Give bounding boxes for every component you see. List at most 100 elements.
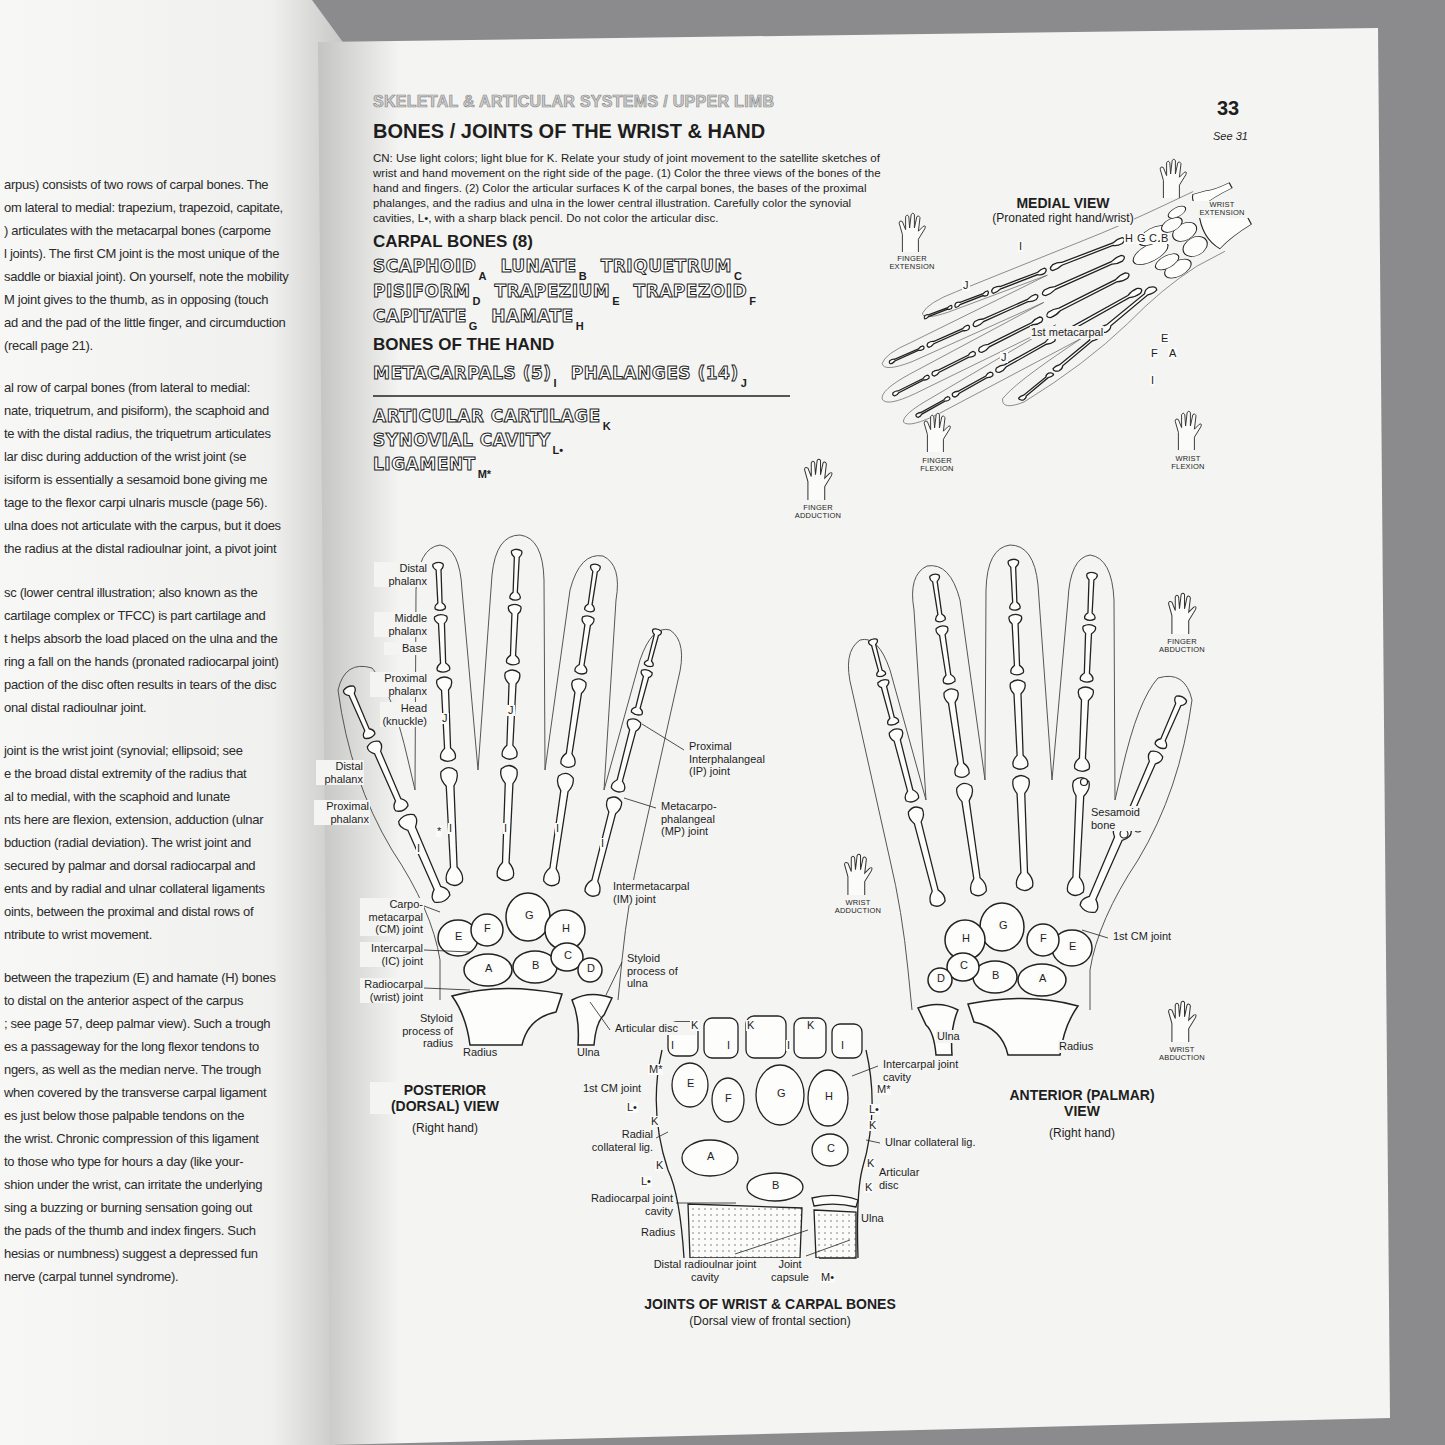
part-label: Proximal Interphalangeal (IP) joint xyxy=(688,740,762,778)
key-letter: E xyxy=(454,931,463,942)
body-text: the wrist. Chronic compression of this l… xyxy=(4,1132,259,1147)
key-letter: K xyxy=(690,1020,699,1031)
part-label: Proximal phalanx xyxy=(314,800,370,825)
body-text: al row of carpal bones (from lateral to … xyxy=(4,381,250,396)
rule-line xyxy=(373,395,790,397)
key-letter: F xyxy=(724,1093,733,1104)
key-letter: B xyxy=(579,270,587,283)
key-letter: M* xyxy=(478,468,491,481)
key-letter: G xyxy=(524,910,535,921)
part-label: Articular disc xyxy=(614,1022,696,1035)
section-heading: BONES OF THE HAND xyxy=(373,335,554,355)
part-label: Radiocarpal joint cavity xyxy=(582,1192,674,1217)
body-text: isiform is essentially a sesamoid bone g… xyxy=(4,473,267,488)
key-letter: J xyxy=(507,705,515,716)
movement-caption: FINGER FLEXION xyxy=(912,457,962,474)
body-text: tage to the flexor carpi ulnaris muscle … xyxy=(4,496,267,511)
key-letter: A xyxy=(1168,348,1177,359)
body-text: sing a buzzing or burning sensation goin… xyxy=(4,1201,252,1216)
key-letter: K xyxy=(866,1158,875,1169)
body-text: secured by palmar and dorsal radiocarpal… xyxy=(4,859,255,874)
key-letter: K xyxy=(746,1020,755,1031)
leader-lines xyxy=(424,724,1108,1256)
key-letter: K xyxy=(650,1116,659,1127)
part-label: Radius xyxy=(462,1046,498,1059)
body-text: the radius at the distal radioulnar join… xyxy=(4,542,276,557)
running-head: SKELETAL & ARTICULAR SYSTEMS / UPPER LIM… xyxy=(373,93,774,111)
body-text: es just below those palpable tendons on … xyxy=(4,1109,244,1124)
view-subtitle: (Right hand) xyxy=(1049,1127,1115,1141)
body-text: e the broad distal extremity of the radi… xyxy=(4,767,246,782)
key-letter: D xyxy=(586,963,596,974)
key-letter: M• xyxy=(820,1272,835,1283)
color-key-term: SCAPHOID xyxy=(373,257,476,277)
key-letter: M* xyxy=(648,1064,663,1075)
key-letter: H xyxy=(824,1091,834,1102)
key-letter: J xyxy=(441,713,449,724)
movement-caption: WRIST EXTENSION xyxy=(1192,201,1252,218)
body-text: to distal on the anterior aspect of the … xyxy=(4,994,243,1009)
key-letter: E xyxy=(1160,333,1169,344)
part-label: Articular disc xyxy=(878,1166,930,1191)
color-key-term: CAPITATE xyxy=(373,307,467,327)
body-text: om lateral to medial: trapezium, trapezo… xyxy=(4,201,283,216)
part-label: Intercarpal (IC) joint xyxy=(360,942,424,967)
view-title: MEDIAL VIEW xyxy=(1016,195,1109,211)
body-text: nate, triquetrum, and pisiform), the sca… xyxy=(4,404,269,419)
key-letter: L• xyxy=(640,1176,652,1187)
key-letter: H xyxy=(1124,233,1134,244)
part-label: Carpo-metacarpal (CM) joint xyxy=(360,898,424,936)
key-letter: H xyxy=(576,320,584,333)
key-letter: D xyxy=(936,973,946,984)
cross-reference: See 31 xyxy=(1213,130,1248,143)
body-text: al to medial, with the scaphoid and luna… xyxy=(4,790,230,805)
key-letter: A xyxy=(1038,973,1047,984)
key-letter: M* xyxy=(876,1084,891,1095)
part-label: Distal phalanx xyxy=(374,562,428,587)
key-letter: K xyxy=(806,1020,815,1031)
key-letter: I xyxy=(726,1040,731,1051)
view-subtitle: (Dorsal view of frontal section) xyxy=(689,1315,850,1329)
key-letter: E xyxy=(612,295,619,308)
key-letter: C xyxy=(826,1143,836,1154)
key-letter: I xyxy=(416,843,421,854)
body-text: ring a fall on the hands (pronated radio… xyxy=(4,655,279,670)
view-title: ANTERIOR (PALMAR) VIEW xyxy=(1007,1087,1157,1119)
key-letter: F xyxy=(483,923,492,934)
key-letter: H xyxy=(561,923,571,934)
body-text: ents and by radial and ulnar collateral … xyxy=(4,882,265,897)
body-text: ) articulates with the metacarpal bones … xyxy=(4,224,271,239)
key-letter: D xyxy=(472,295,480,308)
page-title: BONES / JOINTS OF THE WRIST & HAND xyxy=(373,120,765,143)
body-text: ntribute to wrist movement. xyxy=(4,928,152,943)
body-text: between the trapezium (E) and hamate (H)… xyxy=(4,971,276,986)
key-letter: G xyxy=(469,320,478,333)
key-letter: B xyxy=(1160,233,1169,244)
body-text: hesias or numbness) suggest a depressed … xyxy=(4,1247,258,1262)
key-letter: C xyxy=(1148,233,1158,244)
part-label: Intercarpal joint cavity xyxy=(882,1058,964,1083)
body-text: nts here are flexion, extension, adducti… xyxy=(4,813,263,828)
key-letter: J xyxy=(1000,352,1008,363)
key-letter: E xyxy=(686,1078,695,1089)
body-text: oints, between the proximal and distal r… xyxy=(4,905,253,920)
key-letter: I xyxy=(786,1040,791,1051)
body-text: ; see page 57, deep palmar view). Such a… xyxy=(4,1017,270,1032)
part-label: Metacarpo-phalangeal (MP) joint xyxy=(660,800,742,838)
left-page xyxy=(0,0,345,1445)
key-letter: C xyxy=(734,270,742,283)
key-letter: C xyxy=(563,950,573,961)
movement-caption: WRIST ABDUCTION xyxy=(1152,1046,1212,1063)
movement-caption: FINGER EXTENSION xyxy=(882,255,942,272)
part-label: Joint capsule xyxy=(761,1258,819,1283)
key-letter: I xyxy=(448,823,453,834)
wrist-section xyxy=(656,1016,872,1258)
body-text: cartilage complex or TFCC) is part carti… xyxy=(4,609,265,624)
key-letter: I xyxy=(670,1040,675,1051)
part-label: Base xyxy=(384,642,428,655)
body-text: t helps absorb the load placed on the ul… xyxy=(4,632,277,647)
key-letter: A xyxy=(478,270,486,283)
color-key-term: HAMATE xyxy=(491,307,573,327)
body-text: to those who type for hours a day (like … xyxy=(4,1155,243,1170)
key-letter: K xyxy=(868,1120,877,1131)
